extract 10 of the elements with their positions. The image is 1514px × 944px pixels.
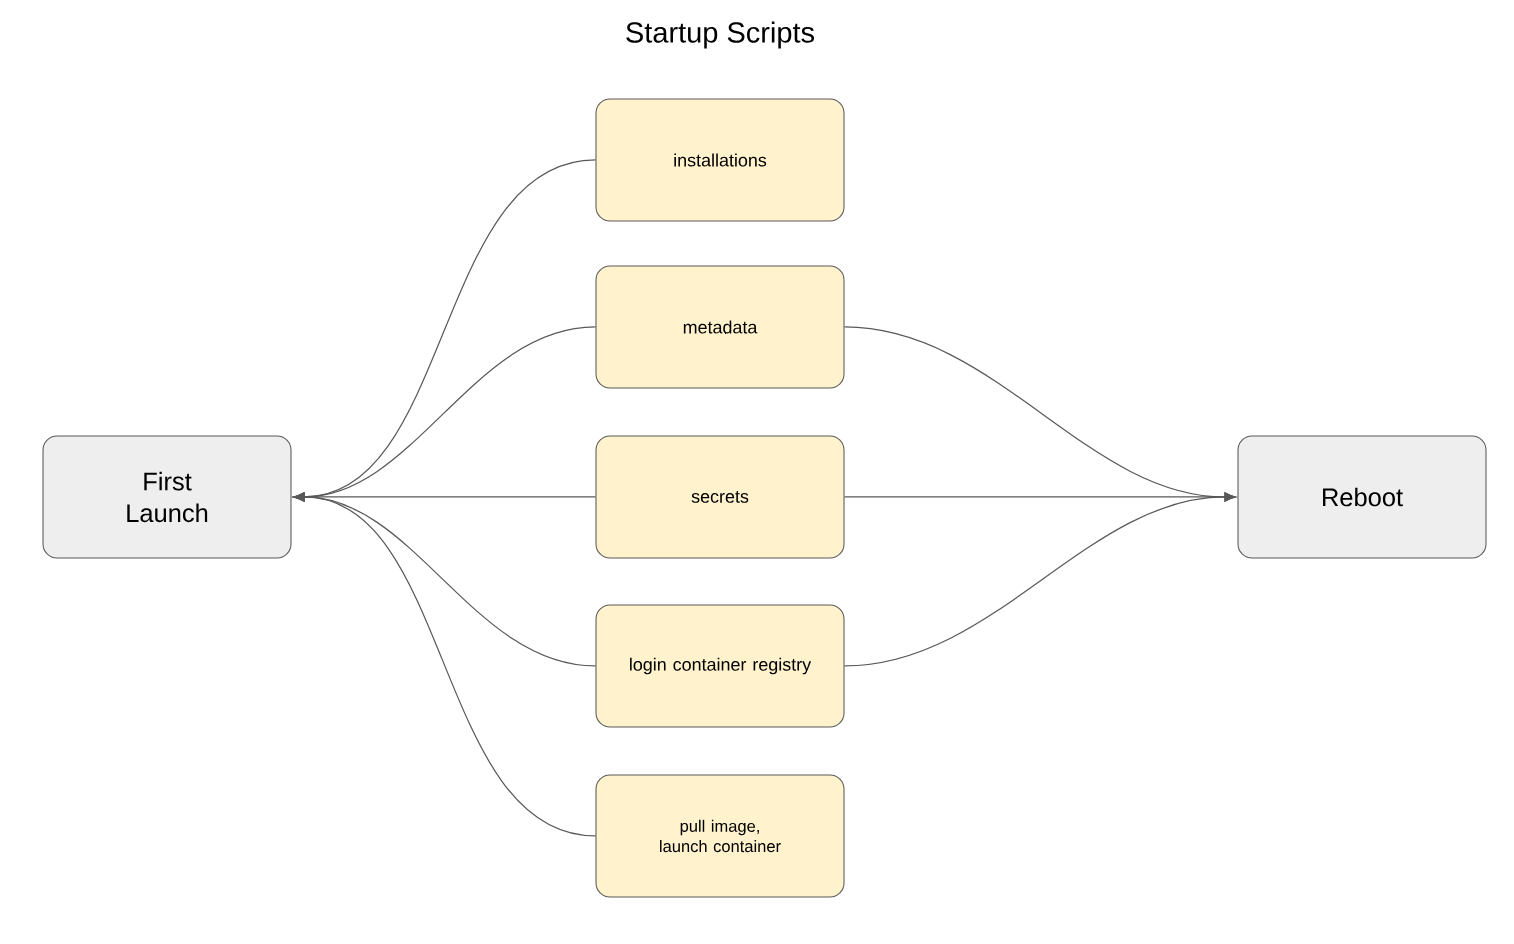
script-box: login container registry — [595, 604, 845, 728]
script-box: installations — [595, 98, 845, 222]
arrow — [293, 492, 597, 837]
terminal-box: First Launch — [42, 435, 292, 559]
terminal-box: Reboot — [1237, 435, 1487, 559]
script-box: pull image, launch container — [595, 774, 845, 898]
arrow — [843, 492, 1236, 667]
script-box: metadata — [595, 265, 845, 389]
script-box: secrets — [595, 435, 845, 559]
diagram-title: Startup Scripts — [626, 21, 814, 49]
